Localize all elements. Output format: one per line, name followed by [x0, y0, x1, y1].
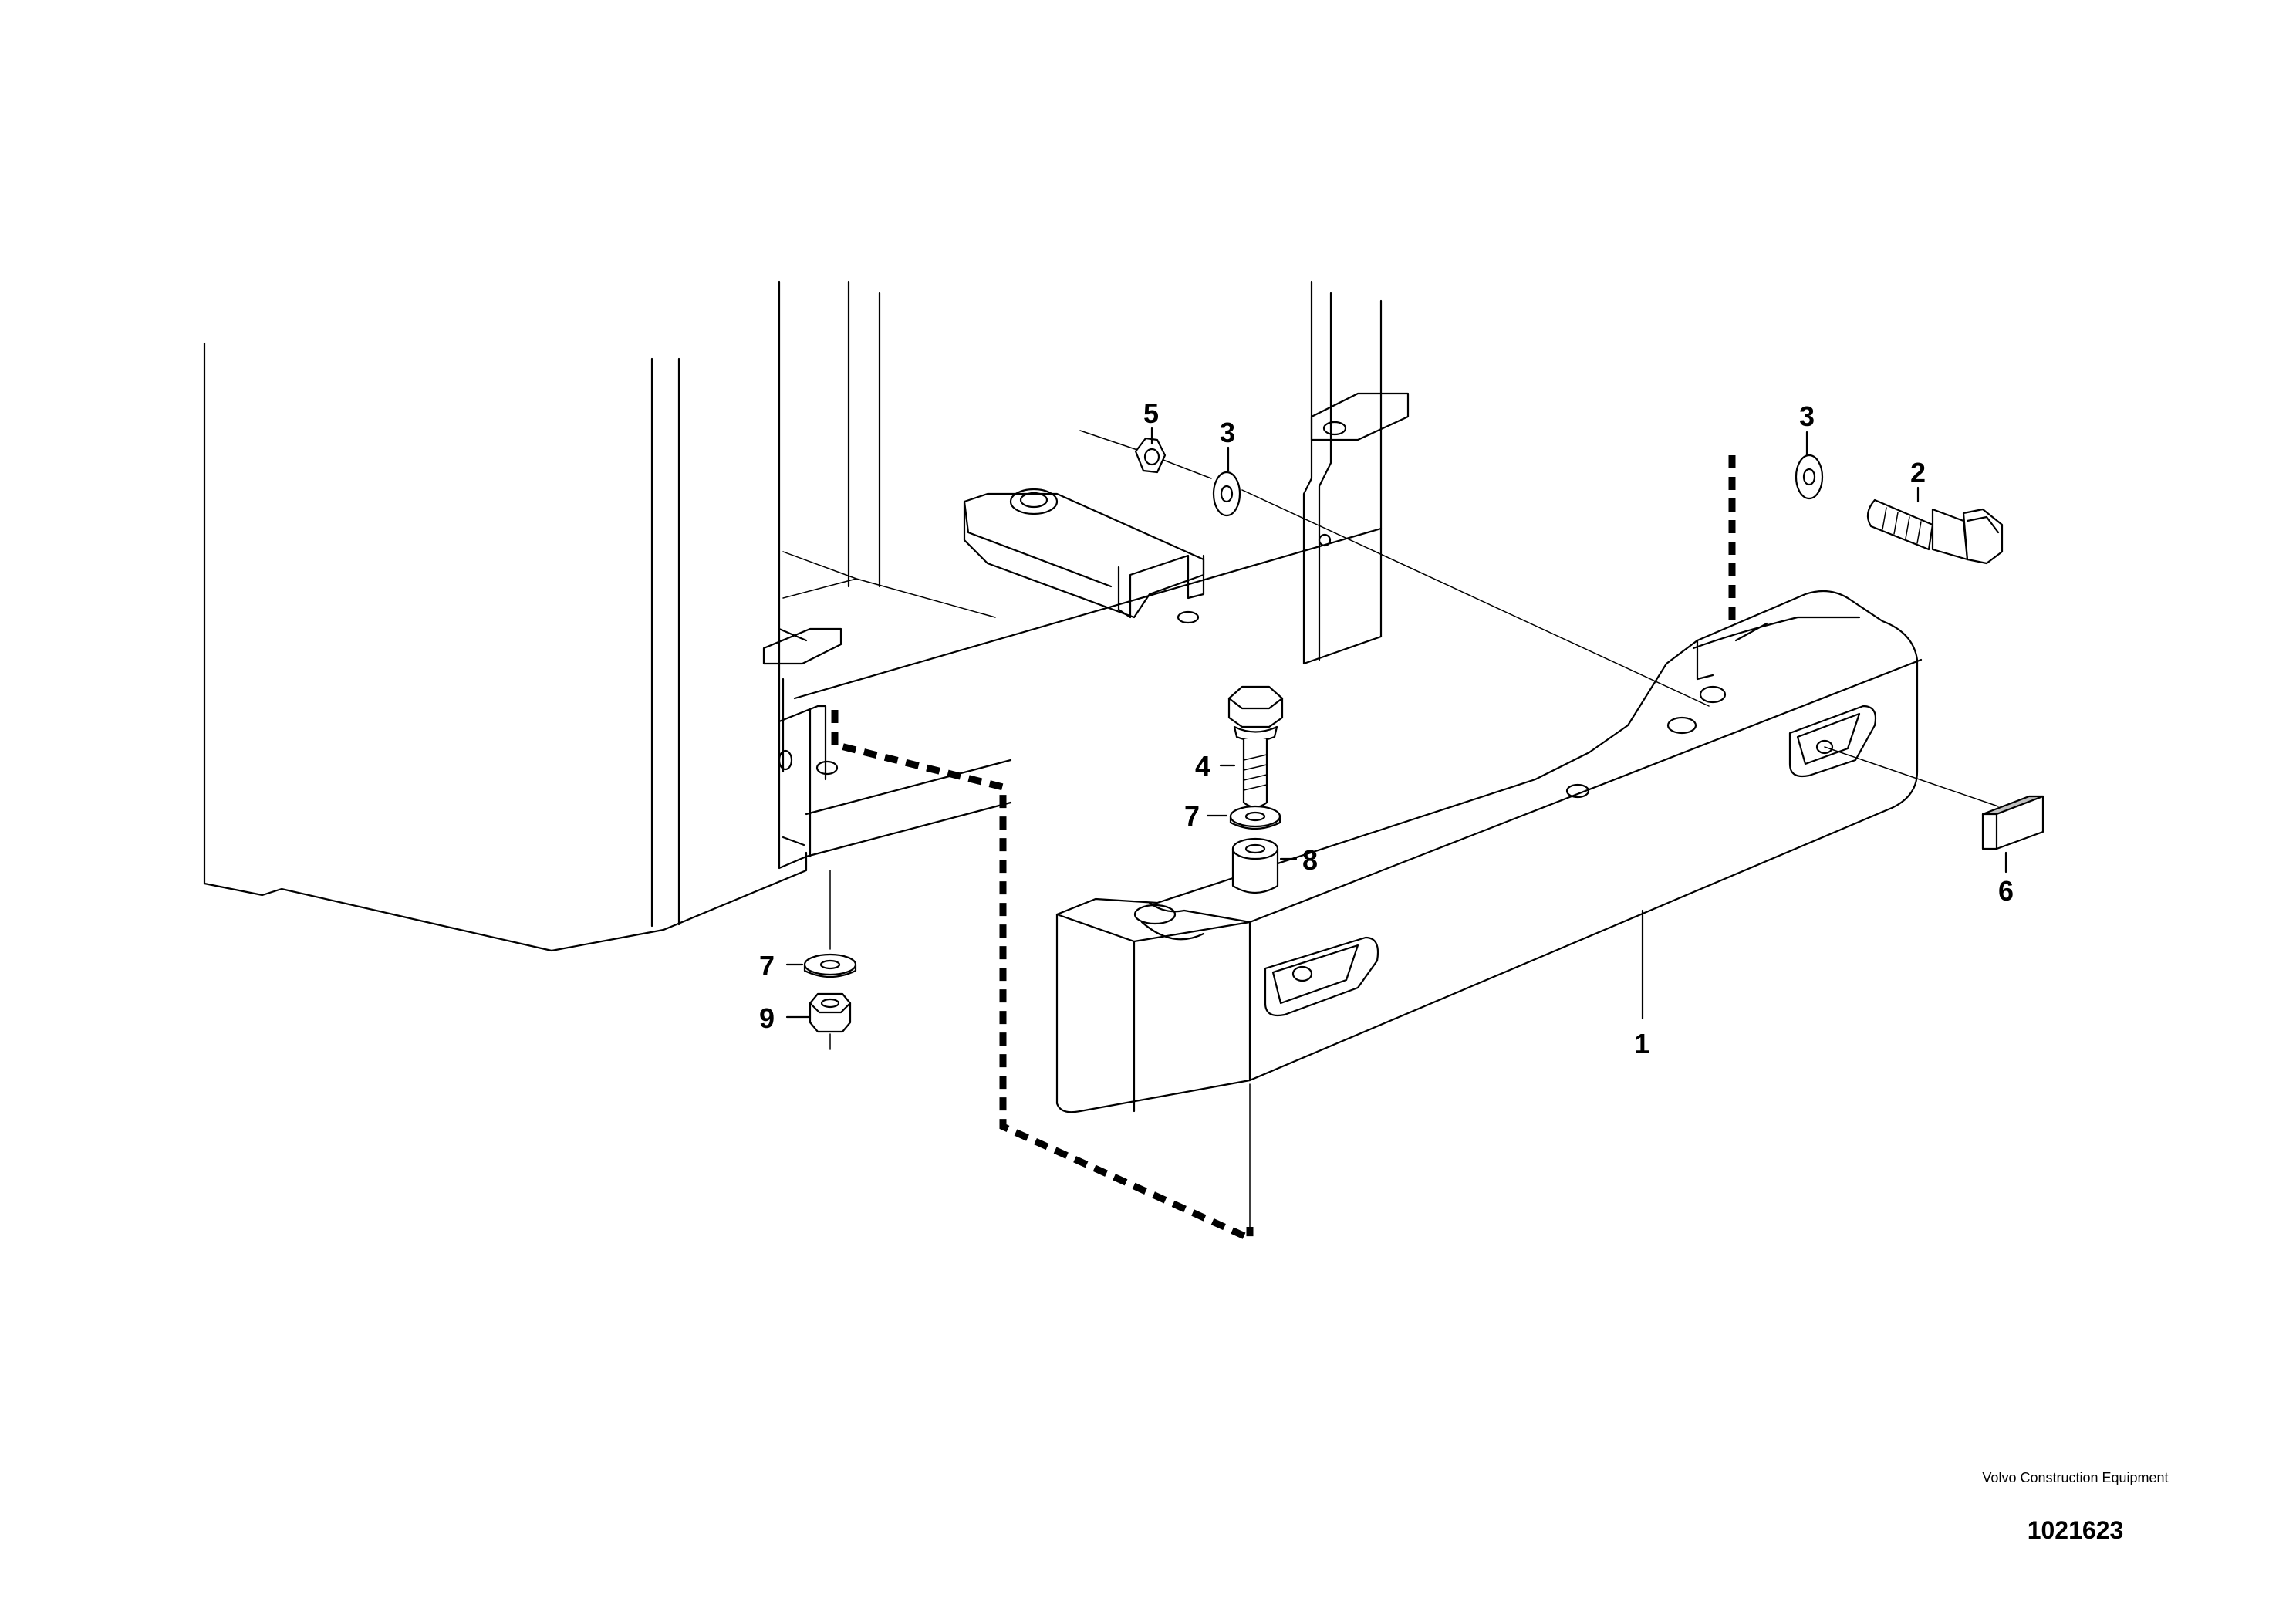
part-3-washer-right [1795, 454, 1824, 500]
part-1-bumper [1055, 590, 1923, 1113]
axis-line-bolt [1824, 746, 1999, 807]
company-name: Volvo Construction Equipment [1982, 1470, 2169, 1485]
part-2-bolt [1866, 498, 2004, 565]
part-6-plug [1981, 795, 2044, 850]
assembly-dashed-outline [831, 710, 1254, 1244]
axis-line-upper-2 [1160, 458, 1212, 479]
callout-9: 9 [759, 1002, 775, 1034]
axis-line-upper [1079, 430, 1143, 452]
callout-1: 1 [1634, 1028, 1649, 1059]
part-8-spacer [1231, 837, 1279, 894]
leader-lines [785, 427, 2007, 1020]
callout-6: 6 [1998, 875, 2014, 907]
callout-4: 4 [1195, 750, 1210, 782]
callout-2: 2 [1910, 457, 1926, 488]
callout-3-right: 3 [1799, 400, 1815, 432]
drawing-number: 1021623 [2027, 1516, 2124, 1544]
part-5-nut [1134, 437, 1167, 474]
callout-5: 5 [1143, 397, 1159, 429]
part-3-washer-left [1212, 471, 1241, 517]
part-9-nut [809, 992, 852, 1033]
callout-3-left: 3 [1220, 417, 1235, 448]
machine-body [203, 280, 1410, 952]
part-7-washer-lower [803, 953, 857, 978]
axis-line-upper-3 [1241, 489, 1710, 707]
callout-7-center: 7 [1184, 800, 1200, 832]
part-4-bolt [1227, 685, 1284, 809]
callout-7-lower: 7 [759, 950, 775, 982]
part-7-washer-center [1229, 805, 1281, 830]
callout-8: 8 [1302, 844, 1318, 876]
